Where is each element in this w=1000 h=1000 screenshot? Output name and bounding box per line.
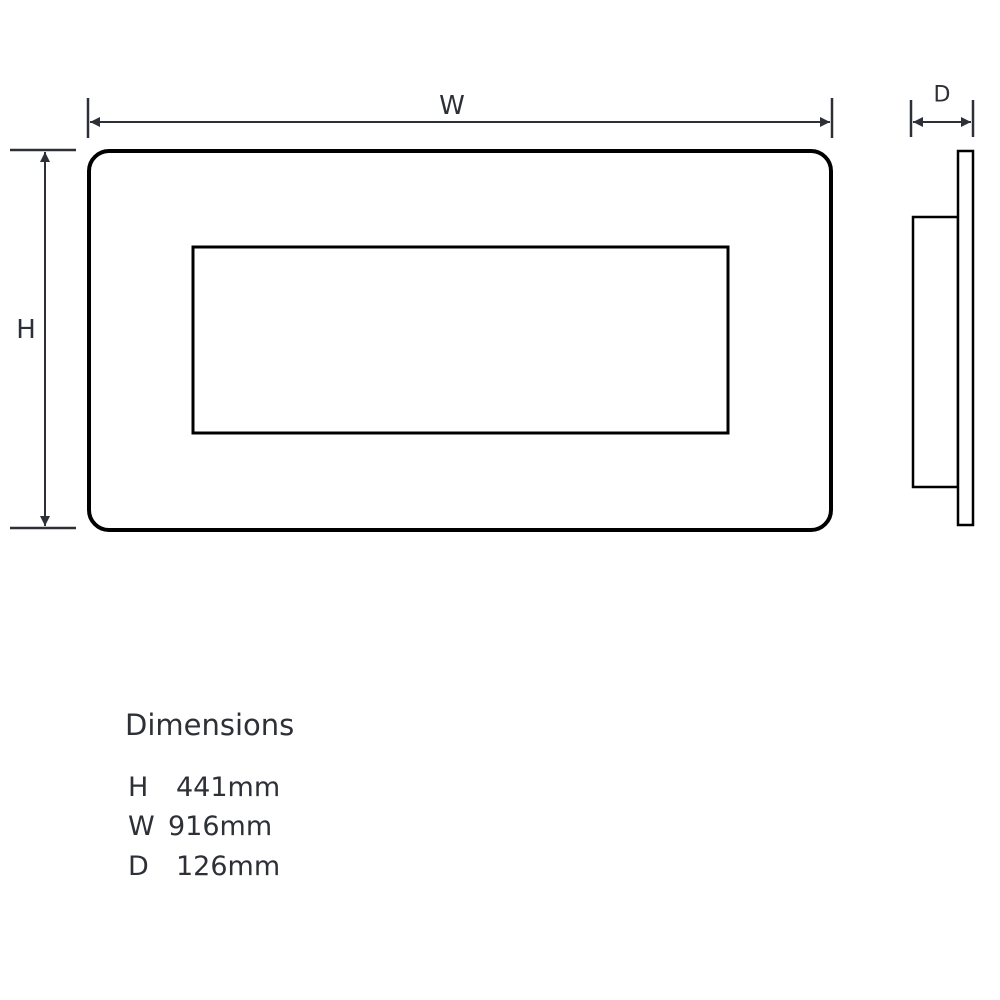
depth-label: D: [933, 82, 951, 108]
side-panel-outline: [956, 149, 975, 527]
dimension-row-width: W 916mm: [128, 811, 272, 842]
dimension-key: H: [128, 772, 149, 803]
side-box-outline: [911, 215, 960, 489]
dimension-value: 441mm: [176, 772, 281, 803]
front-window-outline: [191, 245, 730, 435]
dimension-key: W: [128, 811, 155, 842]
dimension-row-depth: D 126mm: [128, 851, 280, 882]
dimension-value: 126mm: [176, 851, 281, 882]
width-label: W: [439, 91, 465, 121]
width-dimension-line: [86, 98, 834, 138]
dimension-row-height: H 441mm: [128, 772, 280, 803]
front-frame-outline: [87, 149, 833, 532]
dimension-key: D: [128, 851, 149, 882]
dimension-value: 916mm: [168, 811, 273, 842]
height-dimension-line: [10, 148, 76, 530]
height-label: H: [16, 315, 36, 345]
depth-dimension-line: [909, 100, 975, 137]
dimensions-title: Dimensions: [125, 708, 295, 742]
